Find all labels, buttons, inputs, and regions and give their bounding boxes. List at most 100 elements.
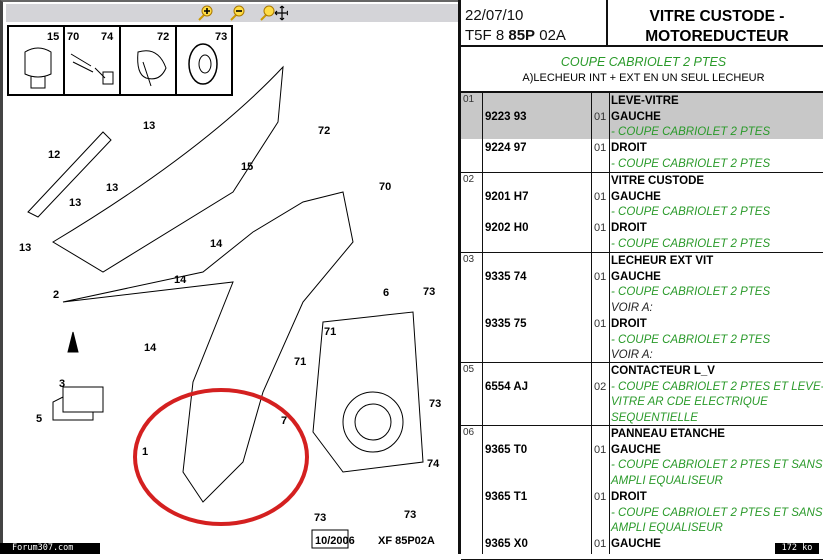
quantity: 01 (594, 317, 607, 330)
callout-number: 73 (314, 512, 326, 524)
callout-number: 73 (429, 398, 441, 410)
part-ref[interactable]: 9335 74 (485, 270, 527, 283)
callout-number: 14 (174, 274, 187, 286)
part-group[interactable]: 05 CONTACTEUR L_V 6554 AJ 02 - COUPE CABRIOL… (461, 363, 823, 426)
callout-number: 13 (106, 182, 118, 194)
pan-zoom-icon[interactable] (258, 5, 288, 21)
part-detail: - COUPE CABRIOLET 2 PTES ET LEVE- (611, 380, 823, 393)
part-ref[interactable]: 9365 T1 (485, 490, 528, 503)
part-ref[interactable]: 9335 75 (485, 317, 527, 330)
callout-number: 13 (69, 197, 81, 209)
part-detail: GAUCHE (611, 443, 661, 456)
group-index: 06 (463, 427, 475, 438)
callout-number: 14 (144, 342, 157, 354)
diagram-panel: 15 70 74 72 73 13 13 13 13 12 15 72 70 1… (0, 0, 461, 554)
header-code-cell: 22/07/10 T5F 8 85P 02A (461, 0, 608, 47)
quantity: 02 (594, 380, 607, 393)
parts-table: 22/07/10 T5F 8 85P 02A VITRE CUSTODE - M… (458, 0, 823, 560)
date: 22/07/10 (465, 7, 524, 24)
callout-number: 74 (427, 458, 440, 470)
callout-number: 71 (294, 356, 306, 368)
callout-number: COUPE CABRIOLET 2 PTES (560, 55, 727, 69)
callout-number: 12 (48, 149, 60, 161)
inset-label: 73 (215, 31, 227, 43)
callout-number: 02A (535, 27, 566, 44)
part-ref[interactable]: 6554 AJ (485, 380, 529, 393)
file-size: 172 ko (775, 543, 819, 554)
zoom-toolbar (6, 4, 461, 22)
part-detail: - COUPE CABRIOLET 2 PTES (611, 157, 771, 170)
part-ref[interactable]: 9365 T0 (485, 443, 528, 456)
part-detail: VOIR A: (611, 301, 653, 314)
inset-label: 72 (157, 31, 169, 43)
plate-code: T5F 8 85P 02A (465, 26, 566, 46)
inset-label: 15 (47, 31, 59, 43)
diagram-ref: XF 85P02A (378, 535, 435, 547)
zoom-out-icon[interactable] (228, 5, 246, 21)
date-box (311, 529, 349, 549)
part-detail: GAUCHE (611, 538, 661, 551)
part-ref[interactable]: 9201 H7 (485, 190, 529, 203)
callout-number: 13 (19, 242, 31, 254)
callout-number: T5F 8 (465, 27, 509, 44)
quantity: 01 (594, 443, 607, 456)
exploded-parts-diagram: 15 70 74 72 73 13 13 13 13 12 15 72 70 1… (7, 25, 441, 549)
part-ref[interactable]: 9224 97 (485, 142, 527, 155)
callout-number: 73 (404, 509, 416, 521)
part-name: VITRE CUSTODE (611, 175, 705, 187)
inset-label: 74 (101, 31, 114, 43)
part-detail: - COUPE CABRIOLET 2 PTES ET SANS (611, 459, 823, 472)
part-name: PANNEAU ETANCHE (611, 428, 725, 440)
part-detail: - COUPE CABRIOLET 2 PTES (611, 126, 771, 139)
callout-number: A)LECHEUR INT + EXT EN UN SEUL LECHEUR (522, 72, 765, 84)
part-detail: - COUPE CABRIOLET 2 PTES (611, 206, 771, 219)
callout-number: 1 (142, 446, 148, 458)
part-detail: GAUCHE (611, 110, 661, 123)
callout-number: 6 (383, 287, 389, 299)
callout-number: 3 (59, 378, 65, 390)
title-line-1: VITRE CUSTODE - (649, 8, 785, 25)
part-detail: VITRE AR CDE ELECTRIQUE (611, 396, 768, 409)
quantity: 01 (594, 190, 607, 203)
part-detail: - COUPE CABRIOLET 2 PTES ET SANS (611, 506, 823, 519)
inset-label: 70 (67, 31, 79, 43)
quantity: 01 (594, 142, 607, 155)
forum-watermark: Forum307.com (0, 543, 100, 554)
parts-drawing (27, 65, 424, 503)
quantity: 01 (594, 538, 607, 551)
part-name: LECHEUR EXT VIT (611, 255, 714, 267)
part-detail: DROIT (611, 142, 647, 155)
callout-number: 13 (143, 120, 155, 132)
callout-number: 7 (281, 415, 287, 427)
part-ref[interactable]: 9365 X0 (485, 538, 528, 551)
fastener-inset (7, 25, 233, 96)
callout-number: 73 (423, 286, 435, 298)
part-detail: GAUCHE (611, 190, 661, 203)
part-name: CONTACTEUR L_V (611, 365, 715, 377)
quantity: 01 (594, 110, 607, 123)
callout-number: 14 (210, 238, 223, 250)
part-detail: - COUPE CABRIOLET 2 PTES (611, 333, 771, 346)
group-index: 01 (463, 94, 475, 105)
part-detail: DROIT (611, 490, 647, 503)
part-detail: AMPLI EQUALISEUR (611, 474, 723, 487)
zoom-in-icon[interactable] (196, 5, 214, 21)
part-ref[interactable]: 9223 93 (485, 110, 527, 123)
part-detail: GAUCHE (611, 270, 661, 283)
part-detail: - COUPE CABRIOLET 2 PTES (611, 237, 771, 250)
part-detail: DROIT (611, 222, 647, 235)
part-detail: - COUPE CABRIOLET 2 PTES (611, 286, 771, 299)
subtitle: COUPE CABRIOLET 2 PTES A)LECHEUR INT + E… (461, 47, 823, 93)
part-name: LEVE-VITRE (611, 95, 679, 107)
header-title-cell: VITRE CUSTODE - MOTOREDUCTEUR (608, 0, 823, 47)
part-ref[interactable]: 9202 H0 (485, 222, 529, 235)
quantity: 01 (594, 270, 607, 283)
quantity: 01 (594, 222, 607, 235)
callout-number: 85P (508, 27, 536, 44)
callouts: 13 13 13 13 12 15 72 70 14 14 14 2 6 73 … (19, 120, 441, 524)
group-index: 05 (463, 364, 475, 375)
